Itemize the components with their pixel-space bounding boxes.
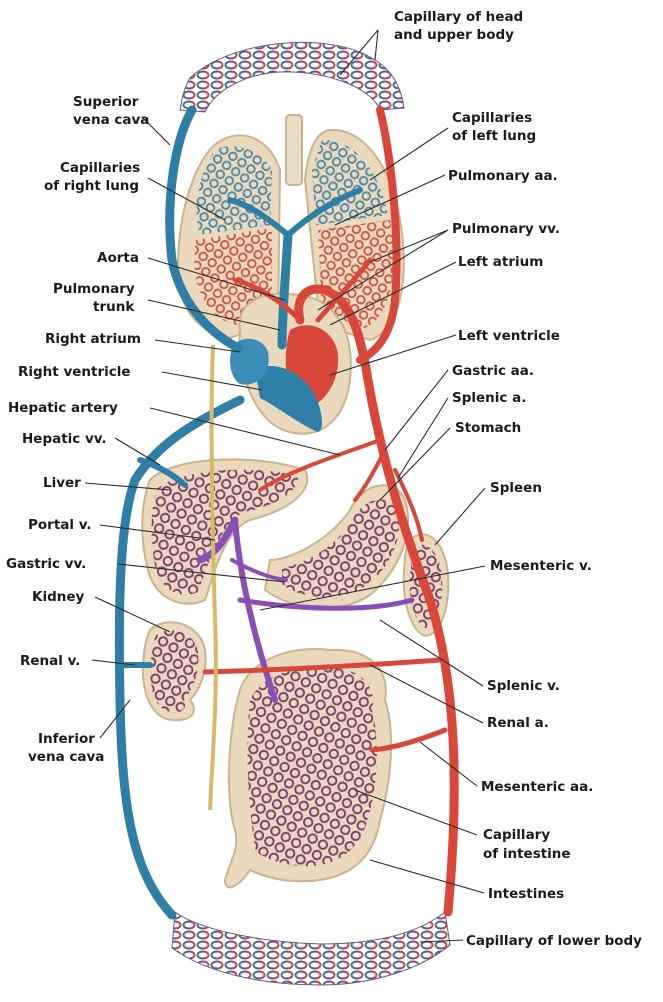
label-intestines: Intestines xyxy=(488,886,564,902)
leader-intestines xyxy=(370,860,484,893)
heart xyxy=(230,294,351,434)
trachea xyxy=(286,115,302,185)
label-pulmonary-trunk-2: trunk xyxy=(93,299,135,315)
label-inferior-vena-cava-1: Inferior xyxy=(38,731,95,747)
label-capillaries-left-lung-2: of left lung xyxy=(452,128,536,144)
leader-inferior-vena-cava xyxy=(100,700,130,738)
kidney xyxy=(143,622,206,720)
left-lung-mesh-upper xyxy=(312,140,388,225)
label-gastric-vv: Gastric vv. xyxy=(6,556,86,572)
label-inferior-vena-cava-2: vena cava xyxy=(28,749,104,765)
label-aorta: Aorta xyxy=(97,250,139,266)
leader-mesenteric-aa xyxy=(420,742,477,786)
intestines xyxy=(225,649,391,887)
label-gastric-aa: Gastric aa. xyxy=(452,363,534,379)
label-splenic-v: Splenic v. xyxy=(487,678,560,694)
label-right-atrium: Right atrium xyxy=(45,331,141,347)
lower-body-capillary-band xyxy=(172,912,450,985)
label-pulmonary-vv: Pulmonary vv. xyxy=(452,221,560,237)
label-capillary-head-2: and upper body xyxy=(394,27,514,43)
label-mesenteric-aa: Mesenteric aa. xyxy=(481,779,593,795)
label-left-atrium: Left atrium xyxy=(458,254,543,270)
label-capillaries-right-lung-1: Capillaries xyxy=(60,160,140,176)
label-capillaries-right-lung-2: of right lung xyxy=(44,178,139,194)
label-kidney: Kidney xyxy=(32,589,85,605)
intestine-capillary-mesh xyxy=(248,667,377,866)
label-splenic-a: Splenic a. xyxy=(452,390,526,406)
label-pulmonary-aa: Pulmonary aa. xyxy=(448,168,558,184)
label-left-ventricle: Left ventricle xyxy=(458,328,560,344)
leader-gastric-aa xyxy=(385,370,448,450)
label-renal-a: Renal a. xyxy=(487,715,549,731)
label-stomach: Stomach xyxy=(455,420,521,436)
head-capillary-band xyxy=(180,42,404,112)
label-right-ventricle: Right ventricle xyxy=(18,364,131,380)
label-spleen: Spleen xyxy=(490,480,542,496)
leader-kidney xyxy=(95,597,170,632)
label-superior-vena-cava-1: Superior xyxy=(73,94,139,110)
label-liver: Liver xyxy=(43,475,81,491)
label-capillary-lower-body: Capillary of lower body xyxy=(466,933,642,949)
label-superior-vena-cava-2: vena cava xyxy=(73,112,149,128)
capillary-head-upper-body xyxy=(180,42,404,112)
label-pulmonary-trunk-1: Pulmonary xyxy=(53,281,135,297)
label-capillaries-left-lung-1: Capillaries xyxy=(452,110,532,126)
label-hepatic-vv: Hepatic vv. xyxy=(22,431,107,447)
label-portal-v: Portal v. xyxy=(28,517,92,533)
label-renal-v: Renal v. xyxy=(20,653,80,669)
label-hepatic-artery: Hepatic artery xyxy=(8,400,118,416)
label-capillary-intestine-2: of intestine xyxy=(483,846,571,862)
label-mesenteric-v: Mesenteric v. xyxy=(490,558,592,574)
label-capillary-intestine-1: Capillary xyxy=(483,827,550,843)
leader-spleen xyxy=(435,488,485,545)
capillary-lower-body xyxy=(172,912,450,985)
label-capillary-head-1: Capillary of head xyxy=(394,9,523,25)
